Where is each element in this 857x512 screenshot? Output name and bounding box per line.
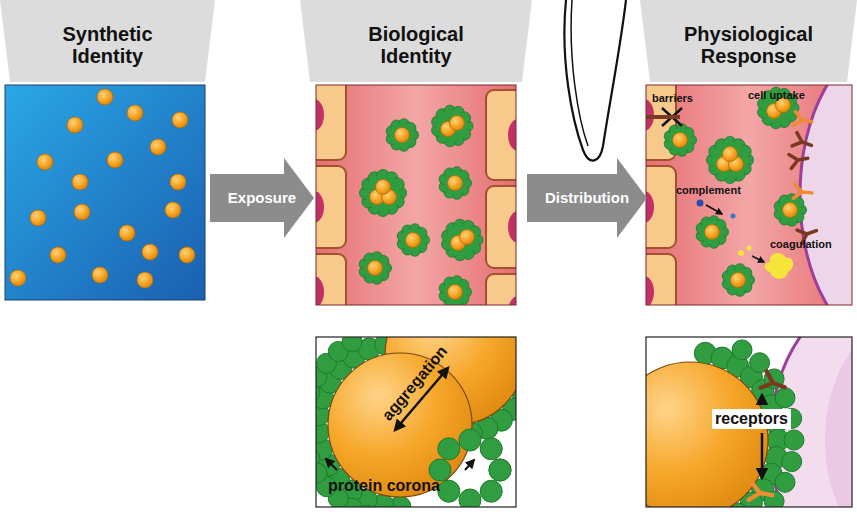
panel: [5, 85, 205, 300]
panel-heading: Synthetic Identity: [33, 23, 183, 67]
squiggle: [571, 0, 588, 146]
nanoparticles: [10, 89, 195, 288]
block-arrow: Exposure: [210, 158, 314, 238]
panel-heading: Physiological Response: [674, 23, 824, 67]
blood-vessel: [316, 85, 516, 305]
block-arrow: Distribution: [527, 158, 647, 238]
header-tab: Synthetic Identity: [0, 0, 215, 82]
callout-label: cell uptake: [748, 89, 805, 101]
header-tab: Biological Identity: [300, 0, 532, 82]
zoom-panel: [316, 337, 516, 507]
zoom-panel: [646, 337, 852, 507]
squiggle: [564, 0, 626, 161]
callout-label: barriers: [652, 92, 693, 104]
header-tab: Physiological Response: [640, 0, 857, 82]
arrow-label: Distribution: [545, 190, 629, 207]
callout-label: receptors: [712, 409, 791, 429]
panel-heading: Biological Identity: [341, 23, 491, 67]
arrow-label: Exposure: [228, 190, 296, 207]
blood-vessel: [646, 85, 852, 305]
callout-label: protein corona: [328, 477, 440, 495]
callout-label: complement: [676, 184, 741, 196]
callout-label: coagulation: [770, 238, 832, 250]
